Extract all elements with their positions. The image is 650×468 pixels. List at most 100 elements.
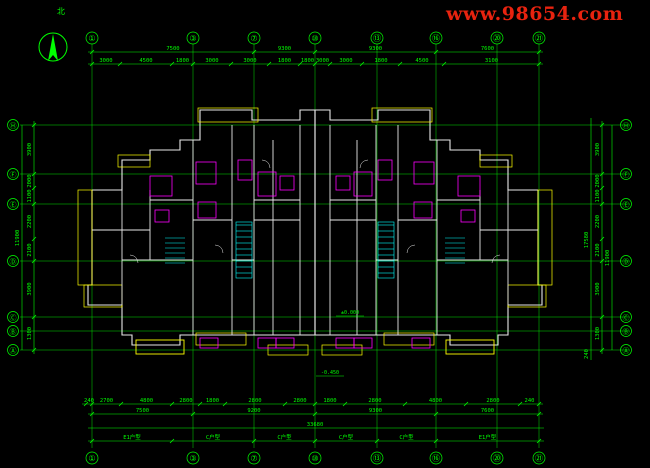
bathroom-fixture xyxy=(195,161,217,185)
dim-right-text: 1100 xyxy=(595,189,601,202)
dim-bottom-total-text: 33680 xyxy=(307,422,324,428)
door-swing xyxy=(491,254,501,264)
bay-window-frame xyxy=(197,107,259,123)
dim-left-text: 3900 xyxy=(27,282,33,295)
dim-left-total-text: 11900 xyxy=(15,230,21,247)
axis-bubble-top xyxy=(490,31,504,45)
dim-bottom-unit-text: C户型 xyxy=(339,433,354,441)
dim-bottom-inner-text: 1800 xyxy=(323,398,336,404)
dim-left-text: 1100 xyxy=(27,189,33,202)
dim-bottom-units-tick xyxy=(536,438,542,444)
dim-top-outer-tick xyxy=(89,49,95,55)
dim-top-inner-tick xyxy=(441,61,447,67)
dim-right-text: 2200 xyxy=(595,215,601,228)
dim-bottom-units-tick xyxy=(433,438,439,444)
dim-top-inner-tick xyxy=(266,61,272,67)
axis-bubble-bottom xyxy=(490,451,504,465)
axis-bubble-bottom xyxy=(247,451,261,465)
dim-top-inner-tick xyxy=(359,61,365,67)
balcony-fixture xyxy=(199,337,219,349)
dim-left-text: 1300 xyxy=(27,327,33,340)
balcony-frame xyxy=(445,339,495,355)
dim-right-tick xyxy=(599,258,605,264)
axis-label-bottom: ⑳ xyxy=(493,454,501,463)
dim-bottom-unit-text: E1户型 xyxy=(123,433,141,441)
axis-label-top: ⑯ xyxy=(432,34,440,43)
dim-left-text: 2000 xyxy=(27,174,33,187)
stair-outline xyxy=(235,221,253,279)
axis-label-right: Ⓓ xyxy=(623,258,630,266)
balcony-frame xyxy=(195,332,247,346)
dim-top-inner-tick xyxy=(397,61,403,67)
building-plan xyxy=(77,107,553,356)
balcony-frame xyxy=(321,344,363,356)
axis-label-bottom: ⑯ xyxy=(432,454,440,463)
dim-bottom-inner-text: 240 xyxy=(84,398,94,404)
dim-bottom-unit-text: C户型 xyxy=(206,433,221,441)
axis-label-top: ⑬ xyxy=(373,34,381,43)
axis-bubble-right xyxy=(620,119,632,131)
axis-bubble-left xyxy=(7,311,19,323)
bathroom-fixture xyxy=(335,175,351,191)
axis-label-left: Ⓔ xyxy=(10,201,17,209)
dim-top-outer-text: 9300 xyxy=(278,46,291,52)
dim-bottom-outer-text: 7600 xyxy=(481,408,494,414)
dim-bottom-unit-text: E1户型 xyxy=(479,433,497,441)
axis-label-bottom: ⑩ xyxy=(311,454,318,463)
balcony-fixture xyxy=(275,337,295,349)
dim-bottom-outer-text: 7500 xyxy=(136,408,149,414)
axis-bubble-top xyxy=(85,31,99,45)
axis-label-left: Ⓒ xyxy=(10,314,17,322)
dim-top-inner-text: 3000 xyxy=(316,58,329,64)
dim-left-tick xyxy=(31,122,37,128)
dim-bottom-inner-tick xyxy=(282,401,288,407)
axis-bubble-right xyxy=(620,168,632,180)
dim-top-inner-tick xyxy=(89,61,95,67)
dim-top-inner-text: 4500 xyxy=(139,58,152,64)
dim-left-tick xyxy=(31,347,37,353)
balcony-fixture xyxy=(411,337,431,349)
dim-left-text: 3900 xyxy=(27,143,33,156)
axis-label-top: ① xyxy=(88,34,95,43)
dim-top-outer-text: 7500 xyxy=(166,46,179,52)
axis-label-top: ㉑ xyxy=(535,34,543,43)
level-outdoor: -0.450 xyxy=(321,370,339,376)
axis-label-right: Ⓐ xyxy=(623,347,630,355)
axis-bubble-right xyxy=(620,311,632,323)
dim-right-tick xyxy=(599,347,605,353)
dim-bottom-units-tick xyxy=(169,438,175,444)
axis-bubble-bottom xyxy=(370,451,384,465)
dim-bottom-outer-text: 9300 xyxy=(369,408,382,414)
axis-bubble-left xyxy=(7,198,19,210)
axis-bubble-top xyxy=(186,31,200,45)
dim-bottom-inner-text: 2800 xyxy=(293,398,306,404)
dim-top-outer-tick xyxy=(251,49,257,55)
axis-label-top: ⑩ xyxy=(311,34,318,43)
level-floor: ±0.000 xyxy=(341,310,359,316)
dim-right-tick xyxy=(599,185,605,191)
dim-top-outer-tick xyxy=(536,49,542,55)
bathroom-fixture xyxy=(457,175,481,197)
dim-bottom-outer-tick xyxy=(89,411,95,417)
dim-right-text: 3900 xyxy=(595,143,601,156)
dim-bottom-inner-text: 240 xyxy=(525,398,535,404)
dim-top-outer-tick xyxy=(312,49,318,55)
axis-bubble-bottom xyxy=(186,451,200,465)
bathroom-fixture xyxy=(377,159,393,181)
axis-bubble-left xyxy=(7,325,19,337)
dim-top-outer-text: 7600 xyxy=(481,46,494,52)
bathroom-fixture xyxy=(197,201,217,219)
dim-bottom-inner-text: 4800 xyxy=(140,398,153,404)
axis-bubble-top xyxy=(370,31,384,45)
dim-left-tick xyxy=(31,185,37,191)
axis-bubble-top xyxy=(429,31,443,45)
door-swing xyxy=(261,159,271,169)
axis-label-bottom: ③ xyxy=(189,454,196,463)
dim-bottom-outer-tick xyxy=(312,411,318,417)
dim-bottom-outer-tick xyxy=(433,411,439,417)
dim-bottom-inner-tick xyxy=(222,401,228,407)
axis-bubble-left xyxy=(7,344,19,356)
dim-bottom-inner-tick xyxy=(536,401,542,407)
door-swing xyxy=(214,244,224,254)
